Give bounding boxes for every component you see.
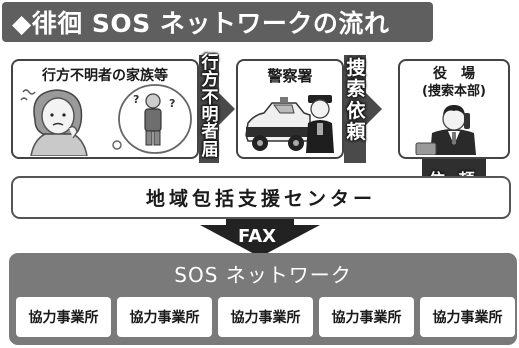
- community-support-center-label: 地域包括支援センター: [145, 188, 376, 210]
- search-hq-label: (捜索本部): [422, 84, 486, 99]
- sos-network-box: SOS ネットワーク 協力事業所 協力事業所 協力事業所 協力事業所 協力事業所: [9, 253, 517, 345]
- search-request-arrow: [344, 55, 382, 163]
- thought-bubble-missing-person: ? ?: [112, 84, 192, 154]
- town-office-box: 役 場 (捜索本部): [398, 59, 510, 159]
- town-office-label: 役 場: [433, 66, 475, 82]
- family-box-label: 行方不明者の家族等: [42, 68, 168, 84]
- fax-arrow: [200, 219, 320, 257]
- sos-network-title: SOS ネットワーク: [174, 263, 352, 287]
- police-box: 警察署: [236, 59, 344, 159]
- report-arrow-label: 行 方 不 明 者 届: [201, 53, 219, 160]
- worried-woman-illustration: [20, 89, 88, 156]
- partner-business: 協力事業所: [16, 297, 111, 337]
- page-title-text: ◆徘徊 SOS ネットワークの流れ: [12, 9, 390, 38]
- partner-business: 協力事業所: [420, 297, 515, 337]
- police-car-officer-illustration: [245, 95, 334, 153]
- police-box-label: 警察署: [267, 67, 313, 85]
- family-box: 行方不明者の家族等 ? ?: [11, 59, 199, 159]
- report-arrow: [199, 55, 235, 163]
- page-title: ◆徘徊 SOS ネットワークの流れ: [2, 2, 433, 42]
- community-support-center-box: 地域包括支援センター: [11, 176, 511, 219]
- fax-label: FAX: [238, 226, 277, 247]
- office-staff-phone-illustration: [415, 105, 476, 155]
- svg-text:?: ?: [169, 97, 175, 110]
- svg-text:?: ?: [133, 93, 139, 106]
- search-request-label: 捜 索 依 頼: [346, 57, 366, 143]
- partner-business: 協力事業所: [218, 297, 313, 337]
- partner-business: 協力事業所: [319, 297, 414, 337]
- partner-business: 協力事業所: [117, 297, 212, 337]
